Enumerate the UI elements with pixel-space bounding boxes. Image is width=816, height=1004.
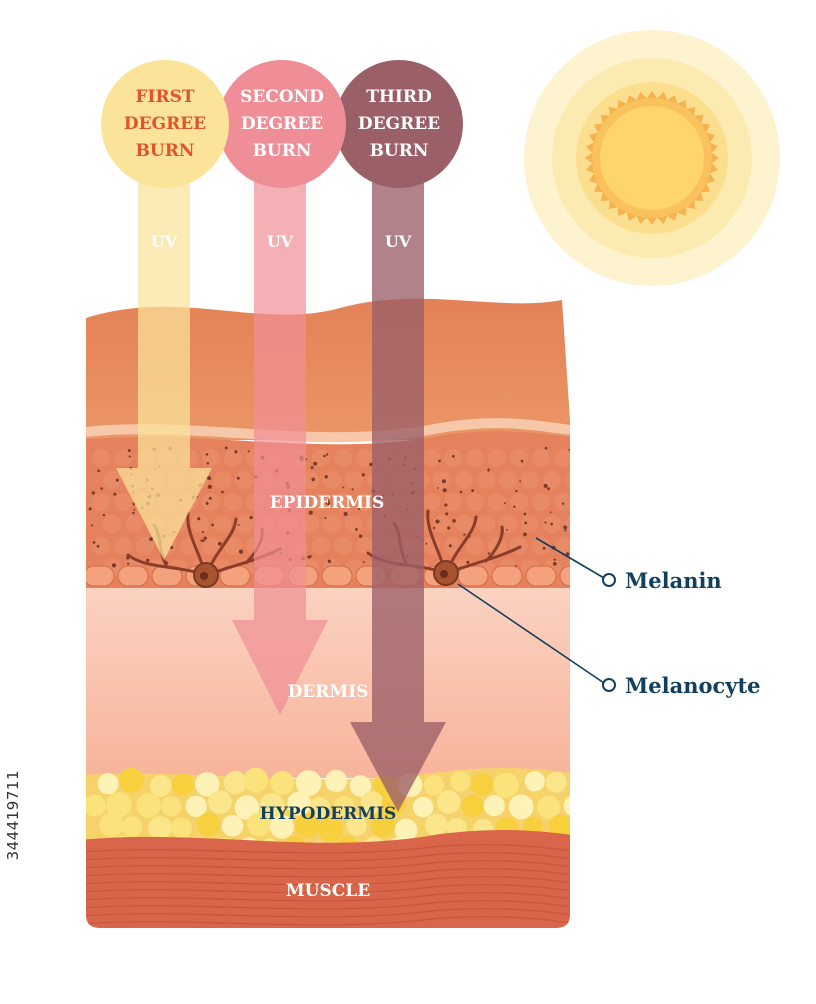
burn-title-line: SECOND: [240, 87, 324, 107]
burn-title-line: THIRD: [366, 87, 432, 107]
burn-degree-badge: [218, 60, 346, 188]
burn-title-line: BURN: [253, 141, 312, 161]
uv-arrow: [116, 176, 212, 560]
melanocyte-callout: Melanocyte: [457, 583, 761, 698]
burn-title-line: DEGREE: [358, 114, 440, 134]
burn-degree-badge: [335, 60, 463, 188]
dermis-layer: [86, 588, 570, 778]
uv-label: UV: [151, 232, 178, 251]
muscle-fibers: [86, 844, 570, 926]
uv-ray-3: THIRD DEGREE BURN UV: [335, 60, 463, 812]
melanocyte-cell: [366, 509, 522, 586]
burn-title-line: BURN: [136, 141, 195, 161]
callout-dot-icon: [602, 678, 616, 692]
burn-title-line: BURN: [370, 141, 429, 161]
uv-label: UV: [267, 232, 294, 251]
melanin-callout: Melanin: [535, 537, 722, 593]
uv-arrow: [350, 176, 446, 812]
uv-arrow: [232, 176, 328, 715]
epidermis-label: EPIDERMIS: [270, 493, 385, 513]
stock-id-watermark: 344419711: [4, 770, 22, 861]
melanin-label: Melanin: [625, 568, 722, 593]
burn-title-line: DEGREE: [241, 114, 323, 134]
uv-ray-2: SECOND DEGREE BURN UV: [218, 60, 346, 715]
dermis-label: DERMIS: [288, 682, 369, 702]
burn-degree-badge: [101, 60, 229, 188]
uv-label: UV: [385, 232, 412, 251]
hypodermis-label: HYPODERMIS: [260, 804, 397, 824]
callout-dot-icon: [602, 573, 616, 587]
muscle-label: MUSCLE: [286, 881, 370, 901]
melanocyte-label: Melanocyte: [625, 673, 761, 698]
burn-title-line: FIRST: [135, 87, 194, 107]
burn-title-line: DEGREE: [124, 114, 206, 134]
uv-ray-1: FIRST DEGREE BURN UV: [101, 60, 229, 560]
sun-icon: [524, 30, 780, 286]
